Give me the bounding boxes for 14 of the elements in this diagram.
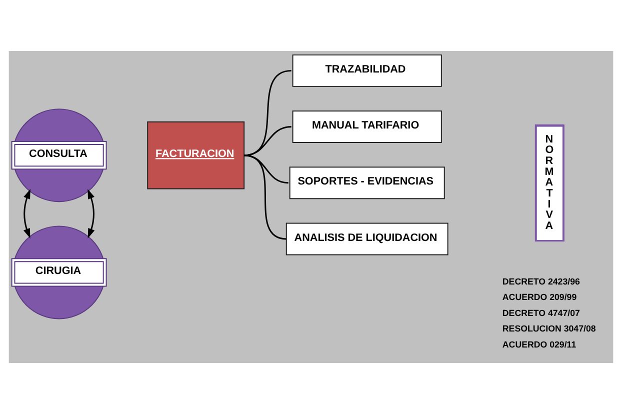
arrow <box>23 189 30 238</box>
node-box: MANUAL TARIFARIO <box>292 110 442 144</box>
node-box: ANALISIS DE LIQUIDACION <box>286 222 448 256</box>
arrow <box>88 189 95 238</box>
node-box: TRAZABILIDAD <box>292 54 442 87</box>
label: RESOLUCION 3047/08 <box>502 324 596 334</box>
label: ACUERDO 209/99 <box>502 292 577 302</box>
connector <box>244 126 292 156</box>
label: ACUERDO 029/11 <box>502 339 576 350</box>
connector <box>244 154 287 240</box>
label: DECRETO 4747/07 <box>502 308 580 318</box>
node-box: SOPORTES - EVIDENCIAS <box>289 166 445 200</box>
label: DECRETO 2423/96 <box>502 276 580 286</box>
node-box: FACTURACION <box>147 121 245 190</box>
